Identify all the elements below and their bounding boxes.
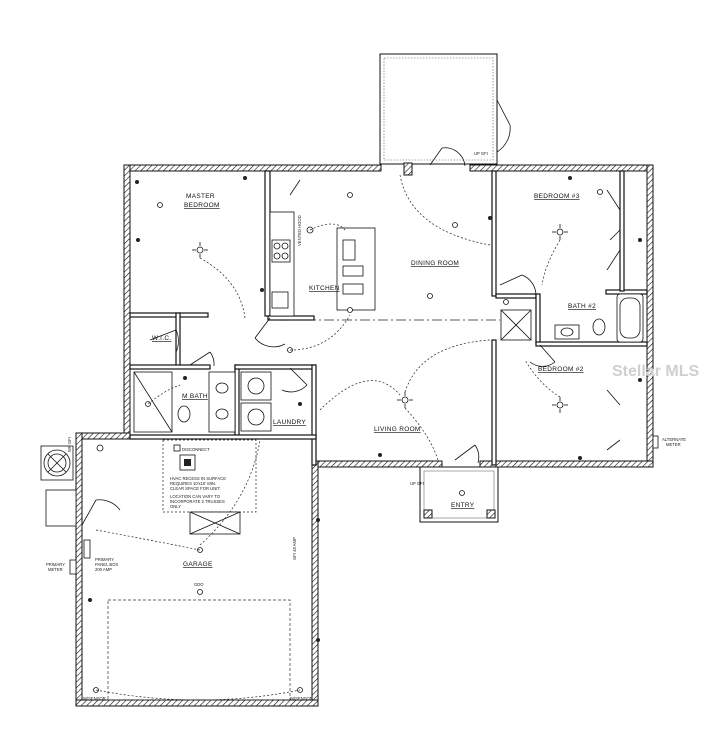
garage-label: GARAGE [183, 561, 213, 568]
alternate-meter-note-2: METER [666, 442, 681, 447]
bath2-label: BATH #2 [568, 303, 596, 310]
location-note-1: LOCATION CAN VARY TO [170, 494, 221, 499]
gdo-note: GDO [194, 582, 204, 587]
location-note-3: ONLY [170, 504, 181, 509]
hvac-note-1: HVAC RECESS IN SURFACE [170, 476, 226, 481]
panel-box-note-1: PRIMARY [95, 557, 114, 562]
outlets [88, 176, 642, 642]
dining-room-label: DINING ROOM [411, 260, 459, 267]
wic-label: W.I.C. [152, 335, 172, 342]
bedroom3-label: BEDROOM #3 [534, 193, 580, 200]
watermark: Stellar MLS [612, 363, 699, 380]
location-note-2: INCORPORATE 2 TRUSSES [170, 499, 225, 504]
primary-meter-note-2: METER [48, 567, 63, 572]
panel-box-note-3: 200 AMP [95, 567, 112, 572]
doors [81, 99, 621, 526]
kitchen-cabinets [269, 211, 376, 317]
mbath-label: M BATH [182, 393, 208, 400]
master-bedroom-label-2: BEDROOM [184, 202, 220, 209]
entry-label: ENTRY [451, 502, 475, 509]
gfi-48-amp-note: GFI 48 AMP [292, 537, 297, 560]
hvac-recess [162, 439, 257, 535]
sensor-left-note: W/SENSOR [83, 696, 106, 701]
hvac-unit [40, 445, 77, 527]
bedroom2-label: BEDROOM #2 [538, 366, 584, 373]
sensor-right-note: W/SENSOR [290, 696, 313, 701]
alternate-meter-note-1: ALTERNATE [662, 437, 686, 442]
primary-meter-note-1: PRIMARY [46, 562, 65, 567]
laundry-label: LAUNDRY [273, 419, 306, 426]
kitchen-label: KITCHEN [309, 285, 340, 292]
living-room-label: LIVING ROOM [374, 426, 421, 433]
up-gfi-top-note: UP GFI [474, 151, 488, 156]
panel-box-note-2: PANEL BOX [95, 562, 118, 567]
hvac-note-3: CLEAR SPACE FOR UNIT. [170, 486, 221, 491]
bath-fixtures [133, 293, 644, 433]
entry-porch [419, 466, 499, 523]
primary-meter-box [69, 559, 77, 575]
interior-walls [129, 170, 648, 466]
disconnect-note: DISCONNECT [182, 447, 210, 452]
rear-porch [379, 53, 498, 165]
hvac-note-2: REQUIRES 10'x10' MIN. [170, 481, 216, 486]
master-bedroom-label-1: MASTER [186, 193, 215, 200]
garage-door [107, 599, 291, 701]
up-gfi-entry-note: UP GFI [410, 481, 424, 486]
wp-gfi-note: WP GFI [67, 437, 72, 452]
panel-box [83, 539, 91, 559]
vented-hood-note: VENTED HOOD [297, 215, 302, 246]
alternate-meter-box [652, 435, 659, 449]
wiring-runs [95, 174, 561, 701]
